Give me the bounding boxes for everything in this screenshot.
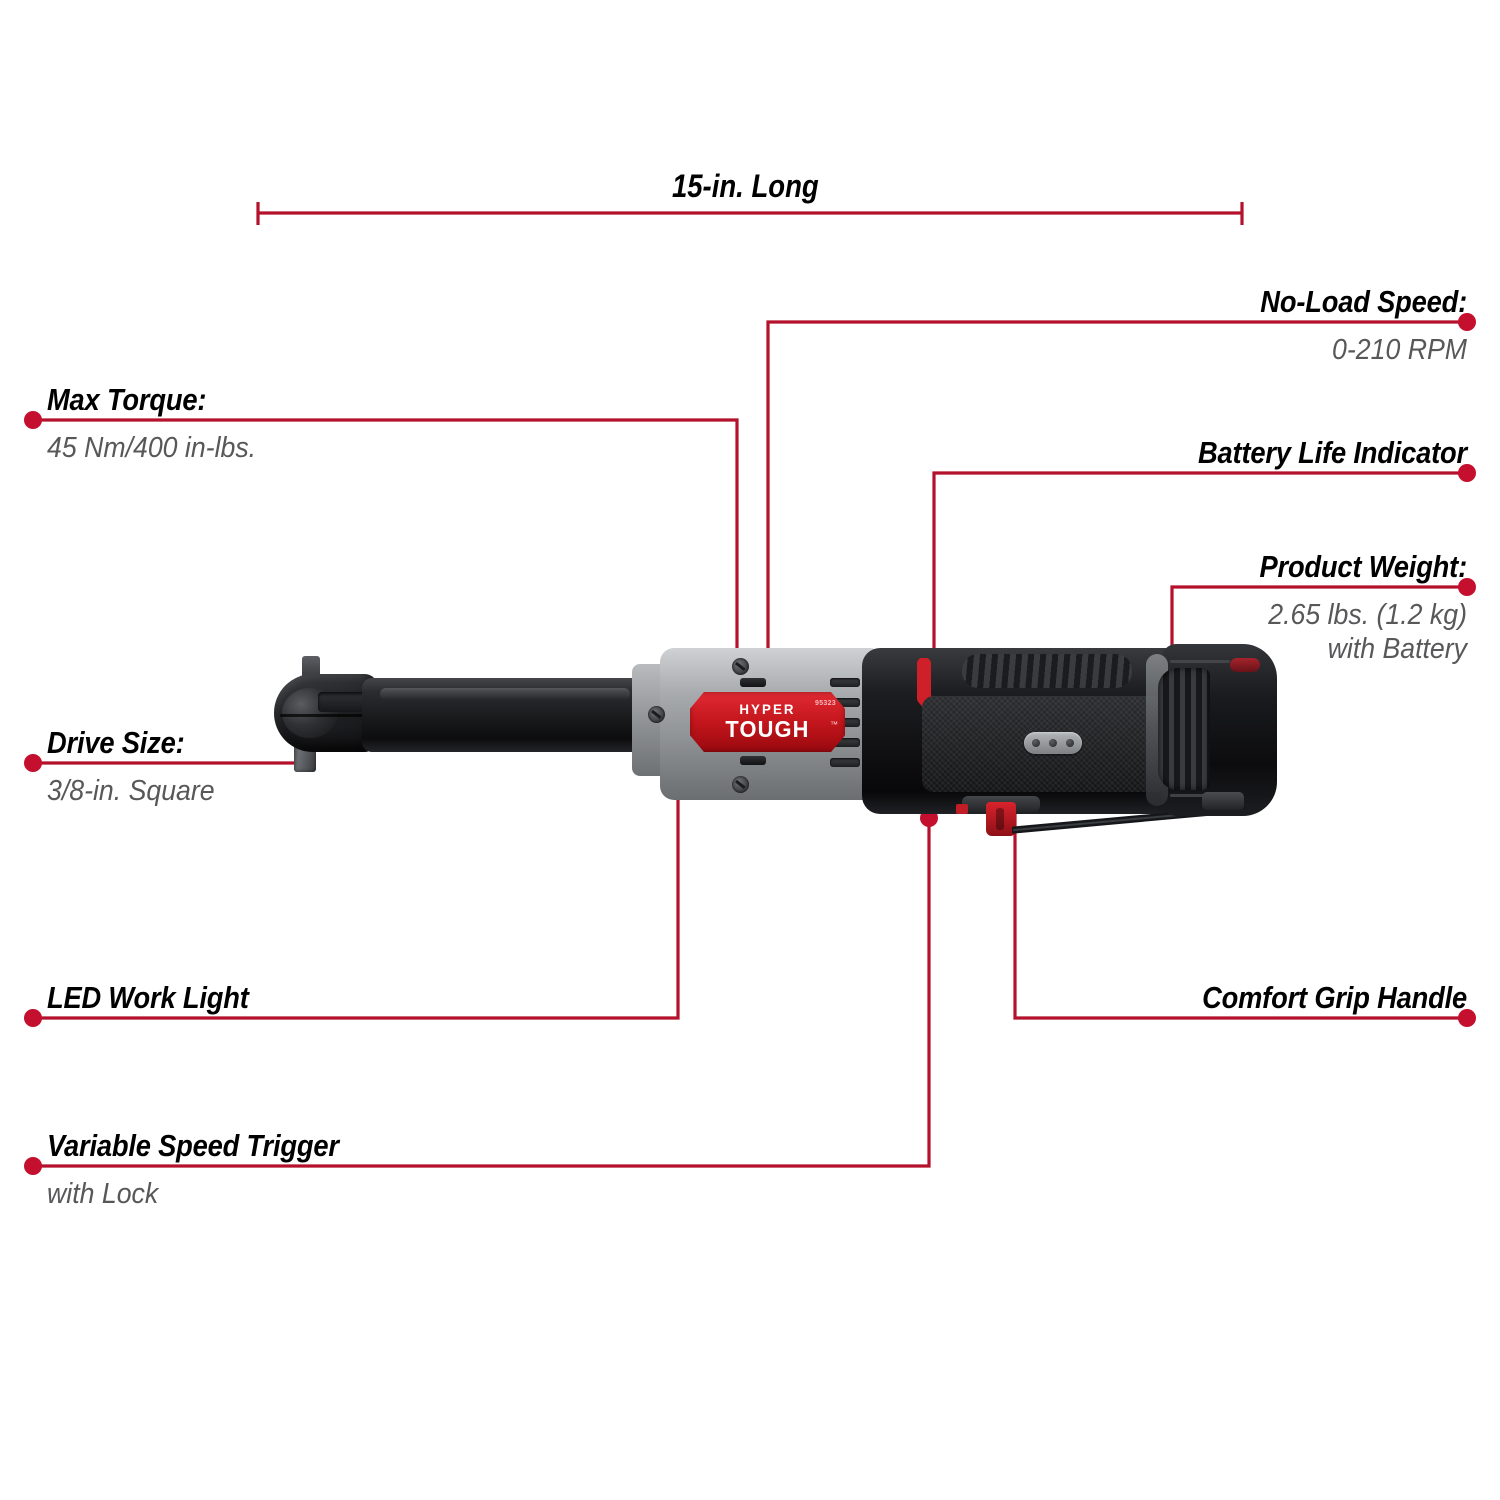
housing-slot-bottom (740, 756, 766, 765)
gearbox-screw-bottom-icon (732, 776, 749, 793)
dot-comfort-grip-handle (1458, 1009, 1476, 1027)
battery-led-3-icon (1066, 739, 1074, 747)
callout-no-load-speed-sub: 0-210 RPM (1332, 334, 1467, 366)
callout-drive-size: Drive Size: 3/8-in. Square (47, 726, 467, 808)
vent-slot-4 (830, 738, 860, 747)
callout-led-work-light: LED Work Light (47, 981, 527, 1015)
callout-no-load-speed: No-Load Speed: 0-210 RPM (947, 285, 1467, 367)
model-number: 95323 (815, 700, 836, 707)
ratchet-head-seam (280, 714, 376, 717)
brand-name-tough: TOUGH (725, 716, 810, 742)
callout-variable-speed-trigger-sub: with Lock (47, 1178, 159, 1210)
battery-release-latch[interactable] (1202, 792, 1244, 810)
dot-drive-size (24, 754, 42, 772)
vent-slot-1 (830, 678, 860, 687)
dimension-label: 15-in. Long (671, 168, 819, 204)
variable-speed-trigger (986, 802, 1016, 836)
vent-slot-5 (830, 758, 860, 767)
leader-no-load-speed (766, 320, 1467, 693)
battery-ribbed-grip (1158, 668, 1210, 790)
trademark-symbol: ™ (830, 720, 838, 729)
battery-led-1-icon (1032, 739, 1040, 747)
callout-product-weight: Product Weight: 2.65 lbs. (1.2 kg) with … (917, 550, 1467, 666)
dot-no-load-speed (1458, 313, 1476, 331)
dot-led-work-light (24, 1009, 42, 1027)
brand-name-hyper: HYPER (739, 701, 796, 717)
callout-product-weight-title: Product Weight: (1259, 549, 1467, 584)
battery-seam-bottom (1170, 794, 1230, 797)
trigger-lock-tab (956, 804, 968, 814)
callout-comfort-grip-handle: Comfort Grip Handle (907, 981, 1467, 1015)
callout-battery-life-indicator: Battery Life Indicator (897, 436, 1467, 470)
battery-seam-top (1170, 660, 1230, 663)
callout-drive-size-sub: 3/8-in. Square (47, 775, 215, 807)
leader-max-torque (33, 418, 739, 672)
callout-variable-speed-trigger: Variable Speed Trigger with Lock (47, 1129, 607, 1211)
battery-red-marking (1230, 658, 1260, 672)
battery-led-2-icon (1049, 739, 1057, 747)
vent-slot-2 (830, 698, 860, 707)
extension-shaft (362, 678, 652, 752)
body-top-ribbing (962, 654, 1132, 688)
callout-variable-speed-trigger-title: Variable Speed Trigger (47, 1128, 339, 1163)
product-image-cordless-ratchet: HYPER TOUGH 95323 ™ (262, 596, 1277, 846)
callout-product-weight-sub2: with Battery (1327, 633, 1467, 665)
trigger-notch (996, 808, 1004, 830)
callout-product-weight-sub: 2.65 lbs. (1.2 kg) (1268, 599, 1467, 631)
shaft-highlight (380, 688, 630, 700)
vent-slot-3 (830, 718, 860, 727)
dot-variable-speed-trigger (24, 1157, 42, 1175)
callout-no-load-speed-title: No-Load Speed: (1260, 284, 1467, 319)
housing-slot-top (740, 678, 766, 687)
callout-max-torque-sub: 45 Nm/400 in-lbs. (47, 432, 257, 464)
callout-max-torque: Max Torque: 45 Nm/400 in-lbs. (47, 383, 527, 465)
gearbox-screw-top-icon (732, 658, 749, 675)
gearbox-screw-icon (648, 706, 665, 723)
leader-led-work-light (33, 772, 680, 1020)
leader-variable-speed-trigger (33, 818, 931, 1168)
brand-badge: HYPER TOUGH 95323 ™ (690, 692, 845, 752)
dot-battery-life-indicator (1458, 464, 1476, 482)
battery-life-indicator-panel (1024, 732, 1082, 754)
callout-comfort-grip-handle-title: Comfort Grip Handle (1202, 980, 1467, 1015)
dot-max-torque (24, 411, 42, 429)
callout-led-work-light-title: LED Work Light (47, 980, 249, 1015)
callout-battery-life-indicator-title: Battery Life Indicator (1198, 435, 1467, 470)
callout-max-torque-title: Max Torque: (47, 382, 207, 417)
dot-product-weight (1458, 578, 1476, 596)
callout-drive-size-title: Drive Size: (47, 725, 185, 760)
